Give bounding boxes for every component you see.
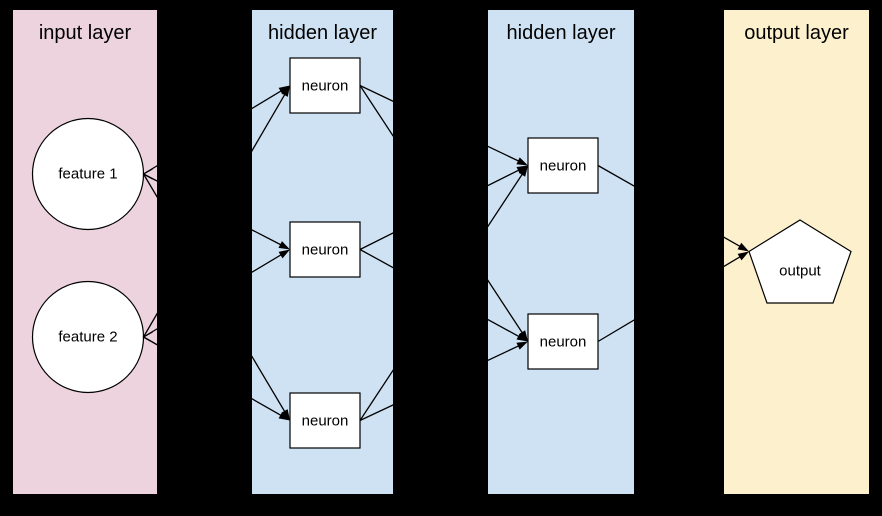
node-label-h2-neuron-2: neuron bbox=[539, 333, 587, 350]
edge-h1-neuron-1-to-h2-neuron-2 bbox=[359, 85, 524, 335]
edge-h1-neuron-1-to-h2-neuron-1 bbox=[359, 84, 521, 163]
node-label-feature-2: feature 2 bbox=[58, 328, 118, 346]
back-arrowhead-feature-2 bbox=[142, 331, 153, 343]
node-label-h1-neuron-1: neuron bbox=[301, 77, 349, 94]
node-label-feature-1: feature 1 bbox=[58, 165, 118, 183]
back-arrowhead-feature-1 bbox=[142, 168, 153, 180]
arrowhead-feature-2-to-h1-neuron-2 bbox=[278, 249, 290, 259]
edge-h1-neuron-2-to-h2-neuron-1 bbox=[359, 168, 521, 251]
arrowhead-h2-neuron-2-to-output-node bbox=[737, 251, 749, 261]
edge-feature-1-to-h1-neuron-3 bbox=[142, 173, 286, 414]
arrowhead-h1-neuron-2-to-h2-neuron-1 bbox=[516, 165, 528, 174]
edge-h2-neuron-1-to-output-node bbox=[597, 164, 742, 248]
node-label-h1-neuron-2: neuron bbox=[301, 241, 349, 258]
arrowhead-h1-neuron-2-to-h2-neuron-2 bbox=[516, 332, 528, 342]
layer-title-hidden-1: hidden layer bbox=[268, 22, 377, 44]
arrowhead-feature-1-to-h1-neuron-1 bbox=[278, 85, 290, 95]
edge-h2-neuron-2-to-output-node bbox=[597, 255, 742, 343]
node-label-output: output bbox=[779, 262, 821, 280]
node-shape-output-node bbox=[748, 219, 852, 304]
edge-feature-2-to-h1-neuron-3 bbox=[143, 336, 283, 417]
node-label-h1-neuron-3: neuron bbox=[301, 412, 349, 429]
arrowhead-feature-1-to-h1-neuron-2 bbox=[278, 241, 290, 250]
arrowhead-feature-2-to-h1-neuron-3 bbox=[278, 411, 290, 421]
arrowhead-h1-neuron-1-to-h2-neuron-1 bbox=[516, 157, 528, 166]
edge-h1-neuron-3-to-h2-neuron-2 bbox=[359, 344, 521, 422]
arrowhead-feature-1-to-h1-neuron-3 bbox=[281, 409, 290, 421]
layer-band-input: input layer bbox=[13, 10, 157, 494]
layer-title-output: output layer bbox=[744, 22, 849, 44]
layer-title-hidden-2: hidden layer bbox=[506, 22, 616, 44]
arrowhead-h2-neuron-1-to-output-node bbox=[737, 242, 749, 252]
edge-feature-2-to-h1-neuron-1 bbox=[142, 92, 287, 338]
node-label-h2-neuron-1: neuron bbox=[539, 157, 587, 174]
edge-feature-1-to-h1-neuron-1 bbox=[143, 89, 283, 175]
layer-band-hidden-2: hidden layer bbox=[488, 10, 634, 494]
edge-h1-neuron-3-to-h2-neuron-1 bbox=[359, 172, 524, 421]
arrowhead-h1-neuron-3-to-h2-neuron-2 bbox=[516, 341, 528, 350]
arrowhead-h1-neuron-1-to-h2-neuron-2 bbox=[518, 330, 528, 342]
layer-title-input: input layer bbox=[38, 22, 132, 44]
edge-feature-2-to-h1-neuron-2 bbox=[143, 253, 283, 338]
edge-feature-1-to-h1-neuron-2 bbox=[143, 173, 283, 246]
arrowhead-h1-neuron-3-to-h2-neuron-1 bbox=[518, 165, 528, 177]
arrowhead-feature-2-to-h1-neuron-1 bbox=[281, 85, 290, 97]
edge-h1-neuron-2-to-h2-neuron-2 bbox=[359, 248, 521, 338]
node-shape-h1-neuron-1 bbox=[289, 57, 361, 114]
